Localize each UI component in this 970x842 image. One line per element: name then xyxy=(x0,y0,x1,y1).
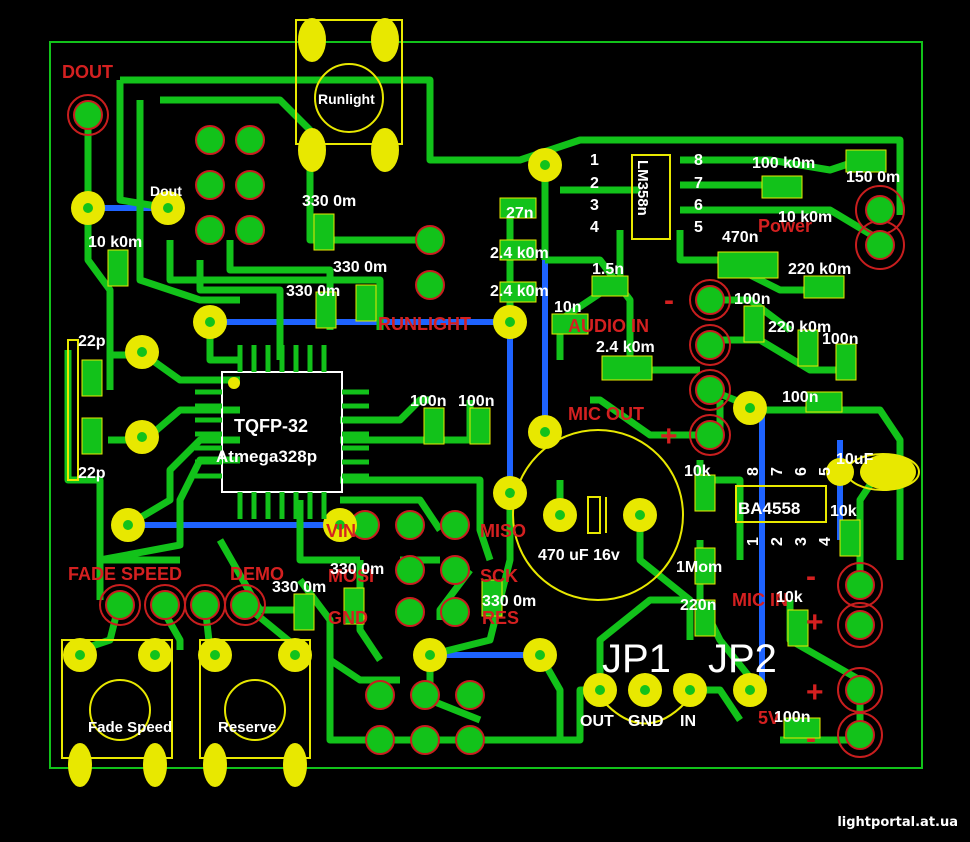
svg-text:JP2: JP2 xyxy=(708,637,777,681)
pad-holes xyxy=(75,160,755,695)
svg-text:330 0m: 330 0m xyxy=(286,283,340,300)
svg-text:22p: 22p xyxy=(78,465,106,482)
svg-text:1.5n: 1.5n xyxy=(592,261,624,278)
label-vin: VIN xyxy=(326,521,356,541)
svg-text:3: 3 xyxy=(590,197,599,214)
svg-text:8: 8 xyxy=(745,467,762,476)
svg-text:330 0m: 330 0m xyxy=(482,593,536,610)
label-demo: DEMO xyxy=(230,564,284,584)
svg-text:6: 6 xyxy=(694,197,703,214)
label-5v: 5V xyxy=(758,708,780,728)
svg-text:-: - xyxy=(806,722,816,755)
svg-text:Fade Speed: Fade Speed xyxy=(88,719,172,736)
svg-text:GND: GND xyxy=(628,713,664,730)
smd-parts xyxy=(81,149,887,739)
board-outline xyxy=(49,41,923,769)
svg-text:7: 7 xyxy=(769,467,786,476)
label-dout: DOUT xyxy=(62,62,113,82)
svg-text:-: - xyxy=(664,284,674,317)
svg-text:10k: 10k xyxy=(776,589,803,606)
svg-text:2.4 k0m: 2.4 k0m xyxy=(490,283,549,300)
svg-text:2.4 k0m: 2.4 k0m xyxy=(596,339,655,356)
svg-text:10uF: 10uF xyxy=(836,451,874,468)
svg-text:Atmega328p: Atmega328p xyxy=(216,447,317,466)
svg-text:330 0m: 330 0m xyxy=(302,193,356,210)
svg-text:27n: 27n xyxy=(506,205,534,222)
svg-text:150 0m: 150 0m xyxy=(846,169,900,186)
label-gnd: GND xyxy=(328,608,368,628)
label-runlight: RUNLIGHT xyxy=(378,314,471,334)
svg-text:3: 3 xyxy=(793,537,810,546)
polarity-marks: - + - + + - xyxy=(660,284,824,755)
svg-text:10 k0m: 10 k0m xyxy=(778,209,832,226)
header-pads xyxy=(73,100,895,755)
svg-text:+: + xyxy=(806,606,824,639)
svg-text:TQFP-32: TQFP-32 xyxy=(234,416,308,436)
svg-text:+: + xyxy=(660,420,678,453)
svg-text:4: 4 xyxy=(590,219,599,236)
svg-text:100 k0m: 100 k0m xyxy=(752,155,815,172)
tqfp-chip xyxy=(195,345,369,519)
svg-text:330 0m: 330 0m xyxy=(330,561,384,578)
svg-text:22p: 22p xyxy=(78,333,106,350)
svg-text:100n: 100n xyxy=(822,331,858,348)
label-miso: MISO xyxy=(480,521,526,541)
svg-text:10k: 10k xyxy=(830,503,857,520)
svg-text:5: 5 xyxy=(817,467,834,476)
svg-text:4: 4 xyxy=(817,537,834,546)
svg-text:8: 8 xyxy=(694,152,703,169)
svg-text:1: 1 xyxy=(590,152,599,169)
label-audio-in: AUDIO IN xyxy=(568,316,649,336)
svg-text:7: 7 xyxy=(694,175,703,192)
white-text-labels: Runlight Dout 330 0m 330 0m 330 0m 10 k0… xyxy=(78,91,900,736)
svg-text:220n: 220n xyxy=(680,597,716,614)
svg-text:100n: 100n xyxy=(774,709,810,726)
svg-text:100n: 100n xyxy=(734,291,770,308)
svg-text:330 0m: 330 0m xyxy=(333,259,387,276)
label-power: Power xyxy=(758,216,812,236)
svg-text:Dout: Dout xyxy=(150,183,182,199)
svg-text:220 k0m: 220 k0m xyxy=(768,319,831,336)
svg-text:LM358n: LM358n xyxy=(634,160,651,216)
svg-text:6: 6 xyxy=(793,467,810,476)
svg-text:1: 1 xyxy=(745,537,762,546)
svg-text:2: 2 xyxy=(590,175,599,192)
svg-text:1Mom: 1Mom xyxy=(676,559,722,576)
label-res: RES xyxy=(482,608,519,628)
silk-outlines xyxy=(61,19,920,759)
watermark: lightportal.at.ua xyxy=(837,815,958,830)
svg-text:100n: 100n xyxy=(458,393,494,410)
label-fade-speed: FADE SPEED xyxy=(68,564,182,584)
svg-text:470n: 470n xyxy=(722,229,758,246)
svg-text:470 uF 16v: 470 uF 16v xyxy=(538,547,620,564)
svg-text:10n: 10n xyxy=(554,299,582,316)
svg-text:Reserve: Reserve xyxy=(218,719,276,736)
svg-text:Runlight: Runlight xyxy=(318,91,375,107)
svg-text:JP1: JP1 xyxy=(602,637,671,681)
svg-text:2: 2 xyxy=(769,537,786,546)
svg-text:OUT: OUT xyxy=(580,713,614,730)
svg-text:220 k0m: 220 k0m xyxy=(788,261,851,278)
svg-text:330 0m: 330 0m xyxy=(272,579,326,596)
label-mic-in: MIC IN xyxy=(732,590,788,610)
label-mic-out: MIC OUT xyxy=(568,404,644,424)
red-circles xyxy=(67,94,905,758)
label-mosi: MOSI xyxy=(328,566,374,586)
svg-text:5: 5 xyxy=(694,219,703,236)
svg-text:+: + xyxy=(806,676,824,709)
svg-text:100n: 100n xyxy=(782,389,818,406)
red-text-labels: DOUT RUNLIGHT FADE SPEED DEMO MIC OUT MI… xyxy=(62,62,812,728)
svg-text:2.4 k0m: 2.4 k0m xyxy=(490,245,549,262)
svg-text:100n: 100n xyxy=(410,393,446,410)
label-sck: SCK xyxy=(480,566,518,586)
svg-text:BA4558: BA4558 xyxy=(738,499,800,518)
svg-text:IN: IN xyxy=(680,713,696,730)
svg-text:10 k0m: 10 k0m xyxy=(88,234,142,251)
svg-text:10k: 10k xyxy=(684,463,711,480)
svg-text:-: - xyxy=(806,560,816,593)
